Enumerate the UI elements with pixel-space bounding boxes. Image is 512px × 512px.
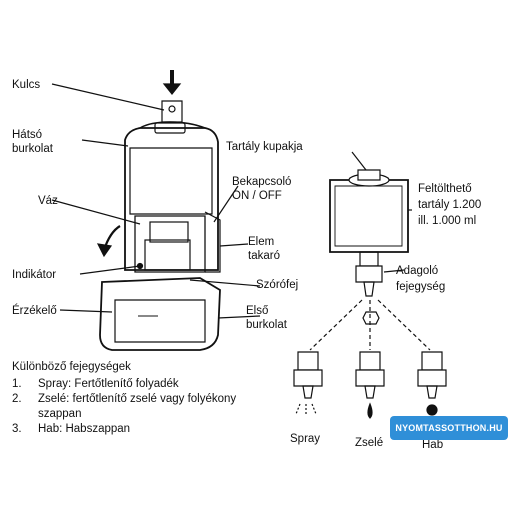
label-spray: Spray — [290, 433, 321, 445]
label-zsele: Zselé — [355, 437, 384, 449]
label-kulcs: Kulcs — [12, 79, 41, 91]
label-bekapcsolo-2: ON / OFF — [232, 190, 282, 202]
legend-title: Különböző fejegységek — [12, 361, 131, 373]
legend-item: szappan — [38, 408, 82, 420]
watermark-badge: NYOMTASSOTTHON.HU — [390, 416, 508, 440]
label-szorofej: Szórófej — [256, 279, 299, 291]
label-adagolo-2: fejegység — [396, 281, 446, 293]
legend-item: 3. Hab: Habszappan — [12, 423, 131, 435]
legend-item: 2. Zselé: fertőtlenítő zselé vagy folyék… — [12, 393, 237, 405]
label-hab: Hab — [422, 439, 444, 451]
label-adagolo-1: Adagoló — [396, 265, 439, 277]
label-indikator: Indikátor — [12, 269, 57, 281]
label-tartaly-kupakja: Tartály kupakja — [226, 141, 303, 153]
legend-item: 1. Spray: Fertőtlenítő folyadék — [12, 378, 179, 390]
label-elem-1: Elem — [248, 236, 275, 248]
head-types-legend: Különböző fejegységek 1. Spray: Fertőtle… — [12, 360, 312, 437]
label-elso-burkolat-1: Első — [246, 305, 269, 317]
label-feltoltheto-3: ill. 1.000 ml — [418, 215, 477, 227]
label-erzekelo: Érzékelő — [12, 305, 57, 317]
label-bekapcsolo-1: Bekapcsoló — [232, 176, 292, 188]
label-vaz: Váz — [38, 195, 58, 207]
label-hatso-burkolat-2: burkolat — [12, 143, 53, 155]
label-elso-burkolat-2: burkolat — [246, 319, 287, 331]
label-elem-2: takaró — [248, 250, 280, 262]
label-hatso-burkolat-1: Hátsó — [12, 129, 43, 141]
label-feltoltheto-2: tartály 1.200 — [418, 199, 482, 211]
label-feltoltheto-1: Feltölthető — [418, 183, 472, 195]
